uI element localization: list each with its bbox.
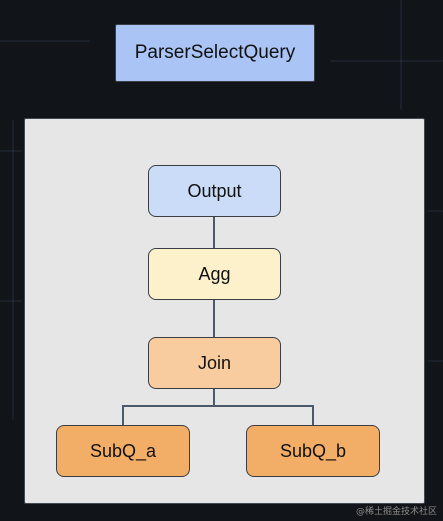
parser-select-query-node: ParserSelectQuery <box>115 24 315 82</box>
background-streak <box>0 40 90 42</box>
background-streak <box>428 210 443 212</box>
node-label: ParserSelectQuery <box>134 42 296 63</box>
background-streak <box>428 360 443 362</box>
background-streak <box>400 0 402 110</box>
subq-a-node: SubQ_a <box>56 425 190 477</box>
agg-node: Agg <box>148 248 281 300</box>
background-streak <box>330 60 443 62</box>
node-label: Output <box>187 180 242 201</box>
background-streak <box>0 150 22 152</box>
output-node: Output <box>148 165 281 217</box>
background-streak <box>12 120 14 420</box>
node-label: SubQ_a <box>89 440 157 461</box>
join-node: Join <box>148 337 281 389</box>
node-label: Agg <box>198 263 231 284</box>
watermark: @稀土掘金技术社区 <box>355 507 437 517</box>
node-label: Join <box>197 352 232 373</box>
node-label: SubQ_b <box>279 440 347 461</box>
background-streak <box>0 300 22 302</box>
subq-b-node: SubQ_b <box>246 425 380 477</box>
